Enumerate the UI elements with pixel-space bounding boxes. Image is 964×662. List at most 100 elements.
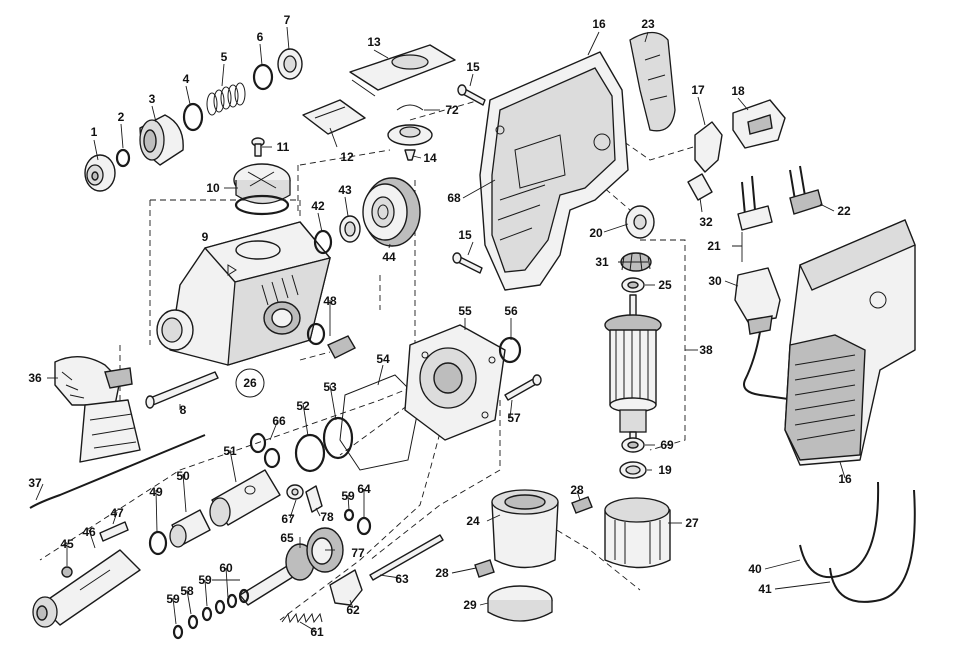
callout-63: 63 — [395, 572, 409, 586]
part-22-terminal — [789, 165, 823, 215]
part-5-spring — [206, 82, 246, 116]
part-24-motor-housing — [491, 489, 559, 569]
callout-57: 57 — [507, 411, 521, 425]
part-51-cylinder — [209, 469, 281, 527]
callout-44: 44 — [382, 250, 396, 264]
callout-16-top: 16 — [592, 17, 606, 31]
callout-17: 17 — [691, 83, 705, 97]
part-1-front-cap — [84, 154, 116, 192]
callout-62: 62 — [346, 603, 360, 617]
callout-77: 77 — [351, 546, 365, 560]
callout-13: 13 — [367, 35, 381, 49]
callout-28-b: 28 — [435, 566, 449, 580]
part-57-screw — [504, 374, 542, 401]
callout-56: 56 — [504, 304, 518, 318]
part-10-knob — [233, 163, 291, 216]
callout-36: 36 — [28, 371, 42, 385]
callout-59-c: 59 — [341, 489, 355, 503]
part-54-gasket — [339, 374, 421, 471]
callout-37: 37 — [28, 476, 42, 490]
callout-67: 67 — [281, 512, 295, 526]
part-50-piston — [169, 509, 211, 548]
callout-59-a: 59 — [166, 592, 180, 606]
callout-28-a: 28 — [570, 483, 584, 497]
callout-25: 25 — [658, 278, 672, 292]
part-12-plate — [302, 99, 366, 135]
callout-15-bottom: 15 — [458, 228, 472, 242]
part-20-fan — [625, 205, 655, 239]
part-7-seal — [277, 48, 303, 80]
callout-12: 12 — [340, 150, 354, 164]
callout-47: 47 — [110, 506, 124, 520]
part-48-ring — [306, 322, 326, 346]
callout-4: 4 — [182, 72, 190, 86]
callout-66: 66 — [272, 414, 286, 428]
callout-9: 9 — [201, 230, 209, 244]
callout-22: 22 — [837, 204, 851, 218]
callout-20: 20 — [589, 226, 603, 240]
part-69-bearing — [621, 437, 645, 453]
part-32-sleeve — [687, 173, 713, 201]
callout-46: 46 — [82, 525, 96, 539]
callout-55: 55 — [458, 304, 472, 318]
leader-lines — [35, 26, 846, 633]
callout-54: 54 — [376, 352, 390, 366]
callout-29: 29 — [463, 598, 477, 612]
part-48-slider — [327, 335, 356, 359]
callout-1: 1 — [90, 125, 98, 139]
part-45-ball — [61, 566, 73, 578]
callout-72: 72 — [445, 103, 459, 117]
part-4-ring — [182, 102, 204, 132]
part-64-washer — [356, 516, 372, 536]
part-27-stator — [604, 497, 671, 569]
part-29-brush-cap — [487, 585, 553, 622]
part-8-bolt — [145, 371, 219, 409]
callout-52: 52 — [296, 399, 310, 413]
part-56-o-ring — [498, 336, 522, 364]
part-6-washer — [252, 63, 274, 91]
callout-21: 21 — [707, 239, 721, 253]
callout-19: 19 — [658, 463, 672, 477]
callout-42: 42 — [311, 199, 325, 213]
part-62-bracket — [329, 569, 363, 606]
part-25-bearing — [621, 277, 645, 293]
part-9-gear-housing — [156, 221, 331, 366]
callout-78: 78 — [320, 510, 334, 524]
part-13-slide-plate — [349, 44, 456, 97]
callout-41: 41 — [758, 582, 772, 596]
part-43-washer — [339, 215, 361, 243]
callout-7: 7 — [283, 13, 291, 27]
part-17-trigger — [694, 121, 723, 173]
part-15-screw-bottom — [452, 252, 483, 274]
callout-40: 40 — [748, 562, 762, 576]
part-47-key — [99, 521, 129, 542]
callout-38: 38 — [699, 343, 713, 357]
callout-65: 65 — [280, 531, 294, 545]
callout-3: 3 — [148, 92, 156, 106]
callout-5: 5 — [220, 50, 228, 64]
callout-48: 48 — [323, 294, 337, 308]
part-16-housing-inner — [479, 51, 629, 291]
part-36-side-handle — [54, 356, 141, 463]
part-61-spring — [281, 612, 323, 624]
callout-6: 6 — [256, 30, 264, 44]
callout-59-b: 59 — [198, 573, 212, 587]
callout-18: 18 — [731, 84, 745, 98]
callout-26: 26 — [243, 376, 257, 390]
callout-30: 30 — [708, 274, 722, 288]
callout-10: 10 — [206, 181, 220, 195]
callout-11: 11 — [276, 140, 290, 154]
part-59-washer-a — [343, 508, 355, 522]
part-53-seal — [322, 416, 354, 460]
part-15-screw-top — [457, 84, 486, 106]
callout-27: 27 — [685, 516, 699, 530]
part-23-handle-cover — [629, 31, 676, 132]
callout-16-bottom: 16 — [838, 472, 852, 486]
callout-60: 60 — [219, 561, 233, 575]
part-28-brush-b — [474, 559, 495, 578]
part-21-connector — [737, 175, 773, 231]
callout-68: 68 — [447, 191, 461, 205]
part-46-tool-holder — [32, 549, 141, 628]
part-3-sleeve — [139, 114, 184, 166]
